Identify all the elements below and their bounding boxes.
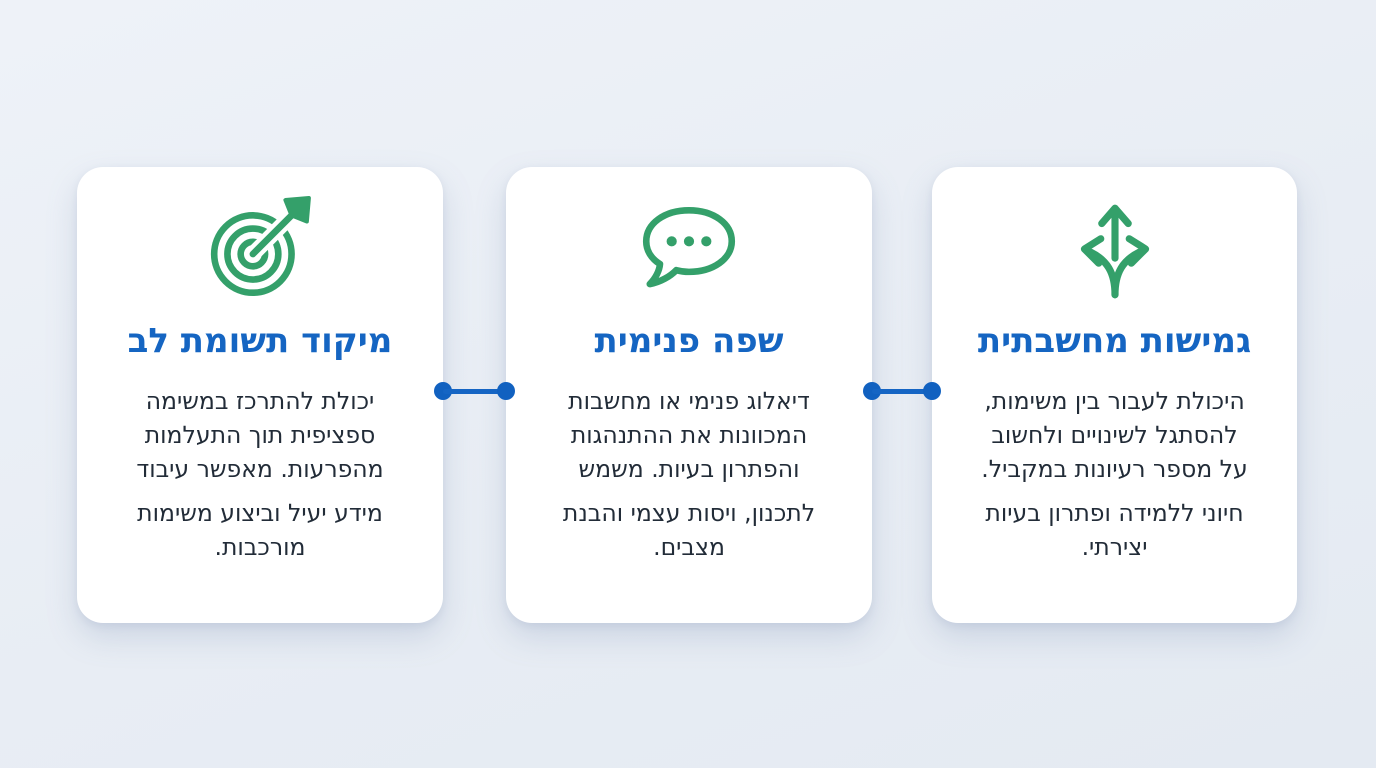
branching-arrows-icon [1059,195,1171,307]
connector-segment [443,388,506,394]
speech-bubble-icon [633,195,745,307]
card-title: מיקוד תשומת לב [127,321,393,361]
card-title: שפה פנימית [594,321,784,361]
card-body-paragraph: היכולת לעבור בין משימות, להסתגל לשינויים… [981,386,1248,483]
card-body-paragraph: לתכנון, ויסות עצמי והבנת מצבים. [562,498,816,561]
card-body-paragraph: דיאלוג פנימי או מחשבות המכוונות את ההתנה… [568,386,810,483]
card-cognitive-flexibility: גמישות מחשבתית היכולת לעבור בין משימות, … [932,167,1297,623]
target-dart-icon [204,195,316,307]
connector-line [434,382,515,400]
connector-segment [872,388,932,394]
connector-dot [923,382,941,400]
connector-dot [497,382,515,400]
card-body-paragraph: מידע יעיל וביצוע משימות מורכבות. [137,498,383,561]
card-inner-speech: שפה פנימית דיאלוג פנימי או מחשבות המכוונ… [506,167,872,623]
card-body-paragraph: יכולת להתרכז במשימה ספציפית תוך התעלמות … [136,386,384,483]
card-body-paragraph: חיוני ללמידה ופתרון בעיות יצירתי. [985,498,1244,561]
connector-line [863,382,941,400]
card-focused-attention: מיקוד תשומת לב יכולת להתרכז במשימה ספציפ… [77,167,443,623]
card-title: גמישות מחשבתית [977,321,1252,361]
